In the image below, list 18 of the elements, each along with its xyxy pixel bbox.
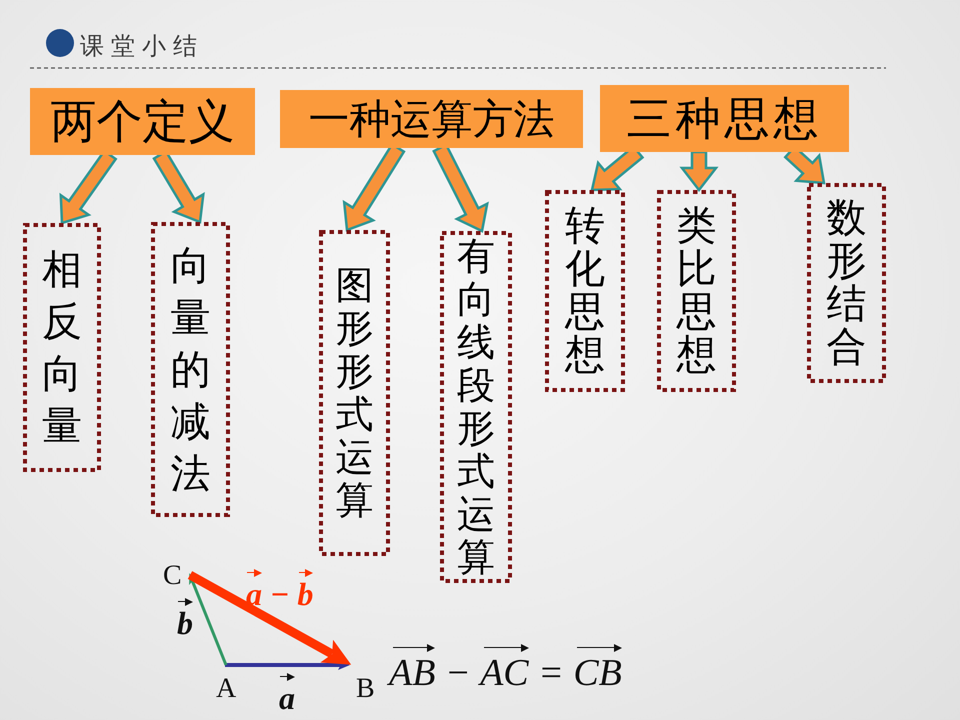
dotted-box: 转化思想: [545, 190, 625, 392]
dotted-box: 数形结合: [807, 183, 886, 383]
dotted-box: 相反向量: [23, 223, 101, 472]
point-label: A: [216, 675, 236, 703]
dotted-box: 图形形式运算: [319, 230, 390, 556]
vector-label: a: [279, 672, 295, 714]
vector-label: b: [177, 597, 193, 640]
block-arrow: [679, 150, 719, 192]
slide-title: 课堂小结: [80, 31, 204, 62]
heading-box: 两个定义: [30, 88, 255, 155]
point-label: C: [163, 562, 182, 590]
dotted-box: 类比思想: [657, 190, 736, 392]
heading-box: 三种思想: [600, 85, 849, 152]
dotted-box: 向量的减法: [151, 222, 230, 517]
point-label: B: [356, 675, 375, 703]
heading-box: 一种运算方法: [280, 90, 583, 148]
equation: AB − AC = CB: [389, 642, 622, 692]
dotted-box: 有向线段形式运算: [440, 231, 512, 583]
